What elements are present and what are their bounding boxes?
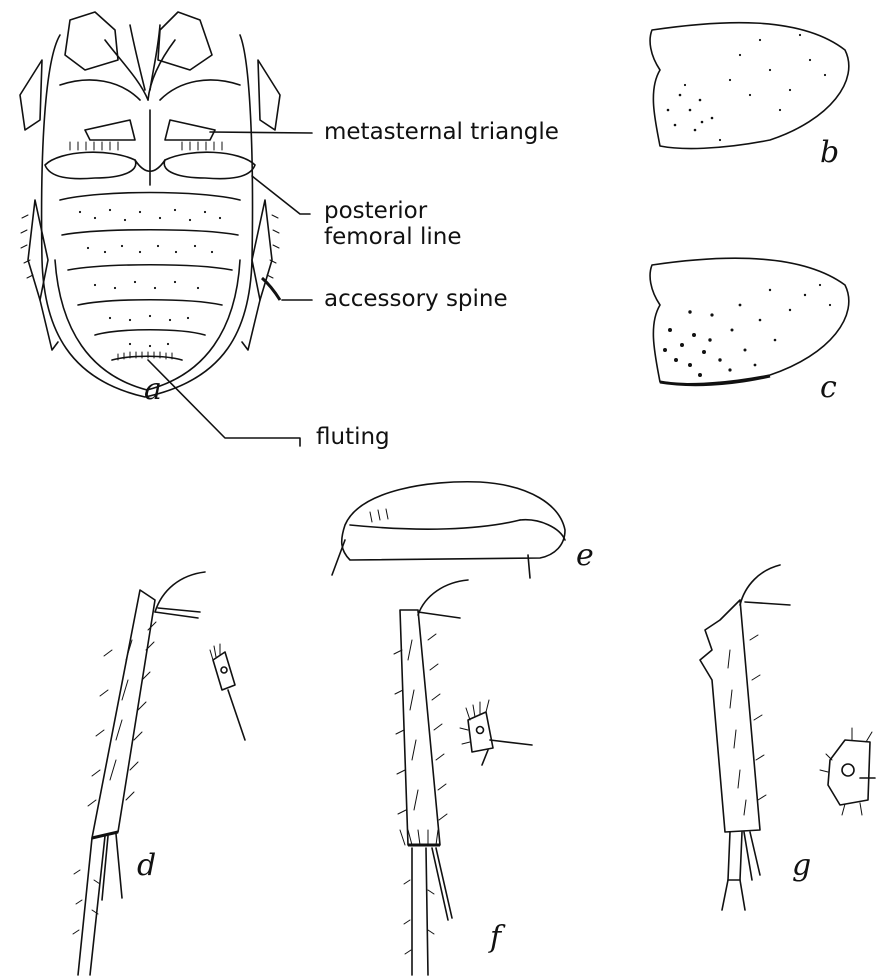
panel-letter-g: g: [792, 848, 811, 883]
label-posterior-femoral-line: posterior femoral line: [324, 198, 461, 250]
panel-b-elytron: [650, 23, 849, 149]
panel-e-femur: [332, 482, 565, 578]
leader-posterior-femoral-line: [252, 176, 310, 214]
panel-letter-e: e: [576, 538, 594, 573]
panel-letter-a: a: [144, 372, 162, 407]
leader-metasternal-triangle: [210, 132, 312, 133]
label-metasternal-triangle: metasternal triangle: [324, 119, 559, 145]
panel-a-ventral-view: [20, 12, 280, 397]
panel-letter-f: f: [490, 920, 501, 955]
panel-d-tibia: [73, 572, 245, 975]
panel-c-elytron: [650, 258, 849, 384]
callout-leader-lines: [148, 132, 312, 446]
panel-letter-d: d: [137, 848, 156, 883]
panel-f-tibia: [394, 580, 532, 975]
panel-letter-c: c: [820, 370, 837, 405]
panel-letter-b: b: [820, 135, 839, 170]
panel-g-tibia: [700, 565, 875, 910]
leader-fluting: [148, 360, 300, 446]
label-fluting: fluting: [316, 424, 390, 450]
label-accessory-spine: accessory spine: [324, 286, 508, 312]
